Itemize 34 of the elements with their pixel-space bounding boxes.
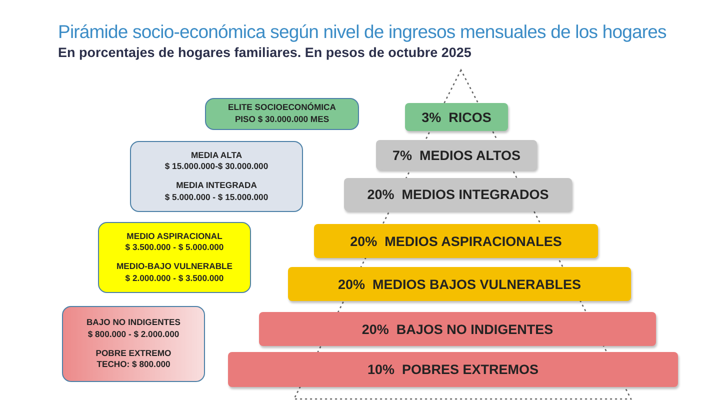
level-label: 20% MEDIOS INTEGRADOS bbox=[367, 187, 549, 202]
income-range: PISO $ 30.000.000 MES bbox=[234, 114, 330, 126]
income-range: $ 15.000.000-$ 30.000.000 bbox=[164, 161, 268, 173]
level-label: 20% MEDIOS BAJOS VULNERABLES bbox=[338, 276, 582, 292]
income-range-box bbox=[205, 98, 359, 130]
category-label: BAJO NO INDIGENTES bbox=[86, 317, 181, 329]
pyramid-level-bar bbox=[405, 103, 508, 131]
level-label: 7% MEDIOS ALTOS bbox=[392, 148, 521, 162]
income-range: $ 5.000.000 - $ 15.000.000 bbox=[164, 192, 268, 204]
pyramid-level-bar bbox=[288, 267, 631, 301]
income-range: $ 800.000 - $ 2.000.000 bbox=[88, 328, 180, 340]
income-range-box bbox=[62, 306, 205, 382]
level-label: 10% POBRES EXTREMOS bbox=[367, 362, 539, 377]
income-range-box bbox=[98, 222, 251, 293]
category-label: ELITE SOCIOECONÓMICA bbox=[228, 102, 336, 114]
pyramid-level-bar bbox=[344, 178, 572, 211]
pyramid-level-bar bbox=[376, 140, 537, 170]
income-range: $ 2.000.000 - $ 3.500.000 bbox=[125, 272, 224, 284]
pyramid-level-bar bbox=[314, 224, 598, 258]
category-label: MEDIA ALTA bbox=[190, 150, 242, 162]
level-label: 3% RICOS bbox=[422, 110, 492, 124]
subtitle: En porcentajes de hogares familiares. En pesos de octubre 2025 bbox=[58, 45, 472, 60]
level-label: 20% BAJOS NO INDIGENTES bbox=[362, 322, 554, 336]
pyramid-level-bar bbox=[228, 352, 678, 387]
category-label: MEDIO ASPIRACIONAL bbox=[126, 230, 222, 242]
income-range-box bbox=[130, 141, 303, 212]
income-range: $ 3.500.000 - $ 5.000.000 bbox=[125, 242, 224, 254]
category-label: POBRE EXTREMO bbox=[96, 348, 172, 360]
level-label: 20% MEDIOS ASPIRACIONALES bbox=[350, 234, 562, 248]
pyramid-level-bar bbox=[259, 312, 656, 346]
income-range: TECHO: $ 800.000 bbox=[96, 359, 170, 371]
category-label: MEDIO-BAJO VULNERABLE bbox=[116, 261, 233, 273]
chart-title: Pirámide socio-económica según nivel de ingresos mensuales de los hogares bbox=[58, 21, 666, 43]
category-label: MEDIA INTEGRADA bbox=[176, 180, 257, 192]
